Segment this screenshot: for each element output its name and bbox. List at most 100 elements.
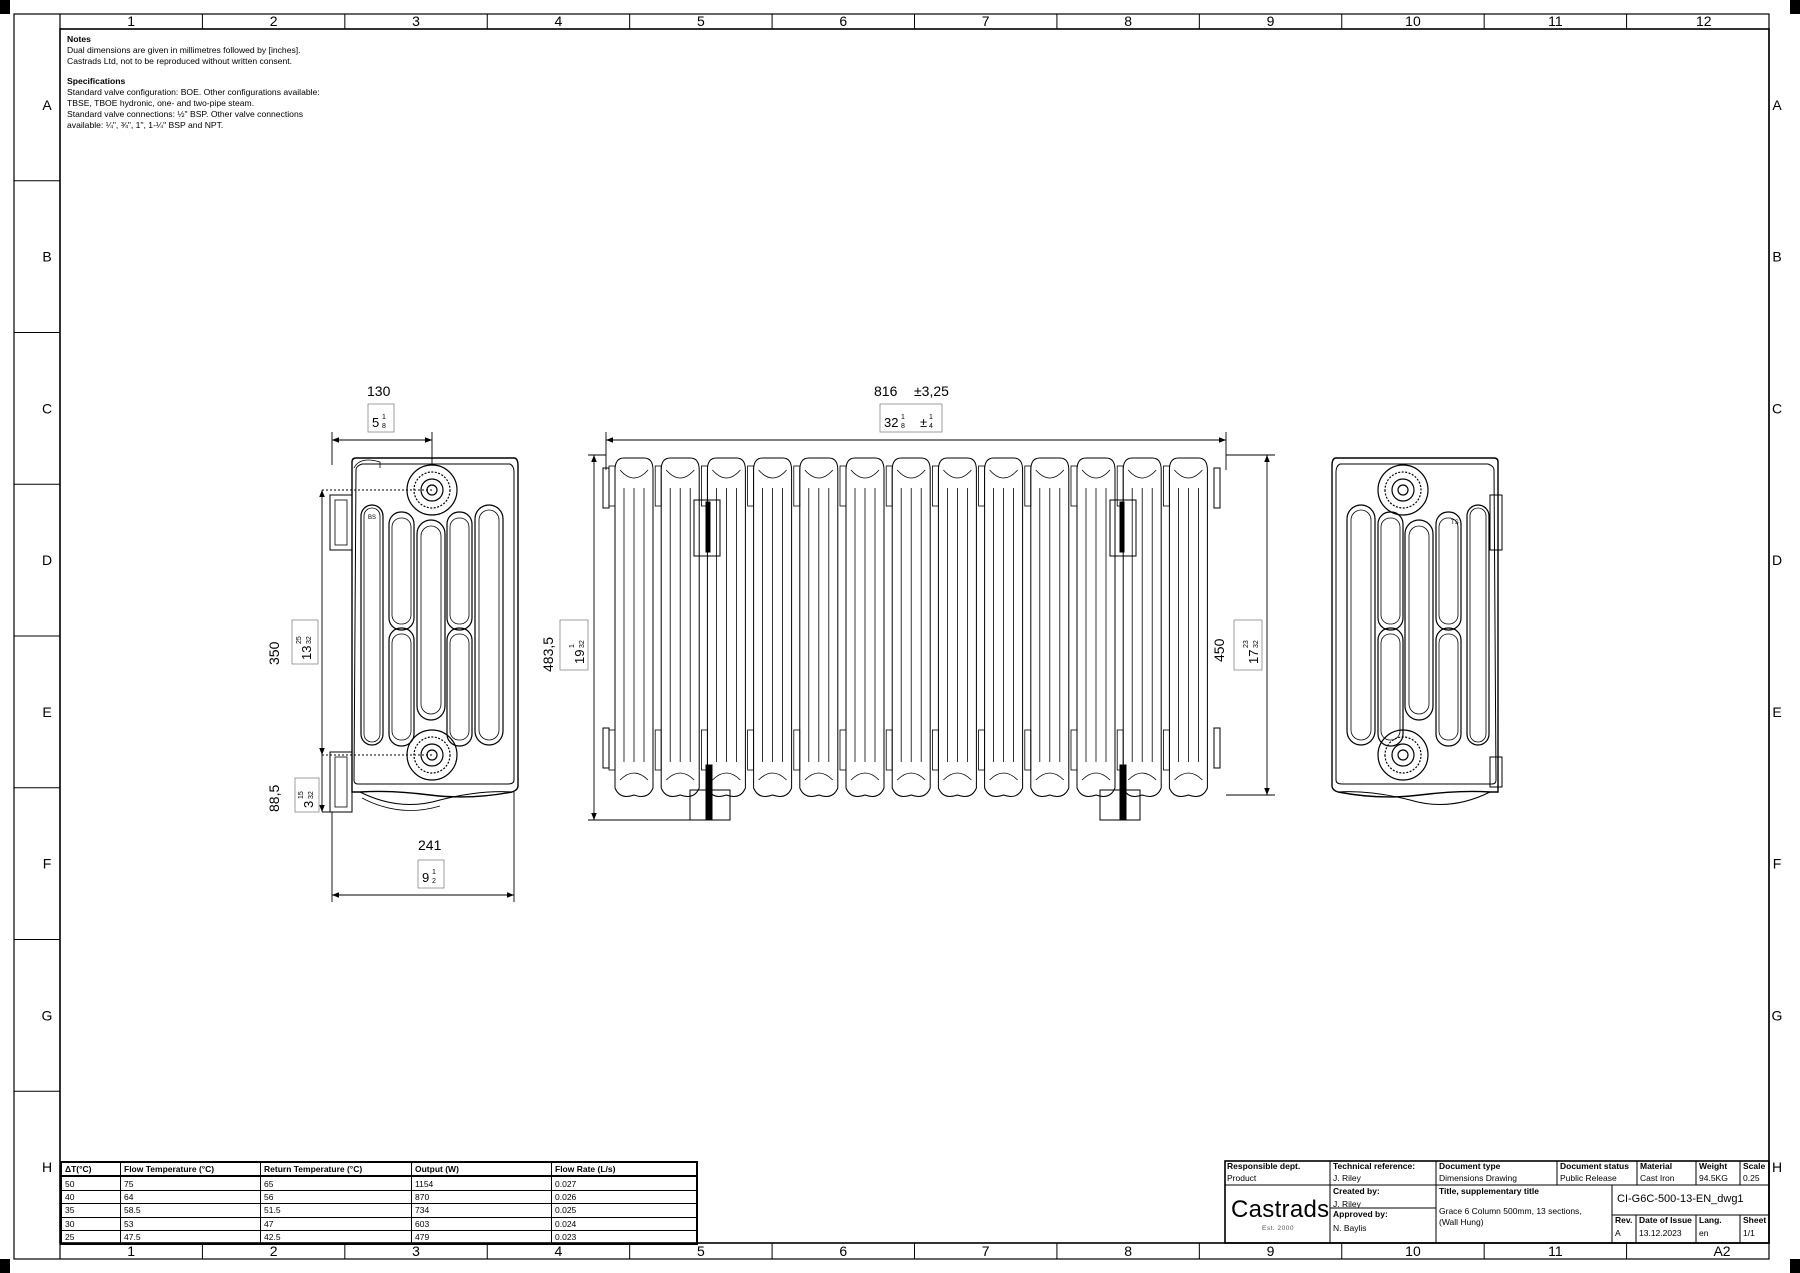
front-view-fixed-parts <box>602 467 1221 821</box>
valve-label-right: TS <box>1451 520 1459 526</box>
spec-line: Standard valve configuration: BOE. Other… <box>67 87 320 98</box>
grid-column-label: 8 <box>1124 1243 1132 1259</box>
dim-front-height-in-num: 1 <box>569 644 576 648</box>
document-number: CI-G6C-500-13-EN_dwg1 <box>1617 1193 1744 1205</box>
radiator-section <box>937 457 977 797</box>
table-cell: 56 <box>260 1189 412 1205</box>
grid-row-label: C <box>1772 400 1782 416</box>
document-title-line2: (Wall Hung) <box>1439 1217 1484 1227</box>
dim-front-length-mm: 816 <box>874 383 898 399</box>
radiator-section <box>845 457 885 797</box>
castrads-logo: Castrads <box>1231 1196 1330 1223</box>
material-label: Material <box>1640 1161 1673 1171</box>
grid-row-label: E <box>42 704 51 720</box>
grid-column-label: 7 <box>982 13 990 29</box>
grid-column-label: 8 <box>1124 13 1132 29</box>
dim-side-depth-mm: 241 <box>418 837 442 853</box>
table-cell: 1154 <box>411 1175 552 1191</box>
grid-column-label: 7 <box>982 1243 990 1259</box>
table-cell: 0.027 <box>551 1175 698 1191</box>
dim-side-width-in-whole: 5 <box>372 415 379 430</box>
technical-reference-label: Technical reference: <box>1333 1161 1416 1171</box>
table-cell: 65 <box>260 1175 412 1191</box>
radiator-section <box>614 457 654 797</box>
dim-front-length-in-den: 8 <box>901 423 905 430</box>
table-cell: 0.026 <box>551 1189 698 1205</box>
grid-row-ticks <box>14 180 60 1092</box>
dim-front-tolerance-in-num: 1 <box>929 414 933 421</box>
dim-front-length-in-num: 1 <box>901 414 905 421</box>
notes-heading: Notes <box>67 34 91 44</box>
grid-column-label: 10 <box>1405 13 1421 29</box>
dim-side-centres-in-den: 32 <box>306 636 313 644</box>
side-view-left <box>329 457 519 813</box>
sheet: 1/1 <box>1743 1228 1755 1238</box>
dim-front-body-in-den: 32 <box>1253 640 1260 648</box>
dim-front-tolerance-mm: ±3,25 <box>914 383 949 399</box>
dim-side-width-mm: 130 <box>367 383 391 399</box>
document-type-label: Document type <box>1439 1161 1501 1171</box>
grid-column-label: 4 <box>555 13 563 29</box>
dim-side-depth-in-whole: 9 <box>422 870 429 885</box>
table-header-row: ΔT(°C) Flow Temperature (°C) Return Temp… <box>60 1161 698 1178</box>
radiator-section <box>799 457 839 797</box>
dim-front-height-in-den: 32 <box>579 640 586 648</box>
table-cell: 35 <box>60 1203 121 1218</box>
table-cell: 30 <box>60 1216 121 1231</box>
radiator-section <box>660 457 700 797</box>
grid-column-label: 11 <box>1548 1243 1563 1259</box>
dim-side-bottom-in-den: 32 <box>308 791 315 799</box>
grid-column-label: 6 <box>839 13 847 29</box>
radiator-section <box>753 457 793 797</box>
table-cell: 25 <box>60 1229 121 1245</box>
grid-column-label: 9 <box>1267 1243 1275 1259</box>
performance-table: ΔT(°C) Flow Temperature (°C) Return Temp… <box>60 1161 698 1246</box>
dim-side-centres-in-whole: 13 <box>299 646 314 660</box>
grid-column-label: 1 <box>127 13 135 29</box>
notes-line: Castrads Ltd, not to be reproduced witho… <box>67 55 292 66</box>
spec-line: TBSE, TBOE hydronic, one- and two-pipe s… <box>67 97 255 108</box>
dim-front-tolerance-in-den: 4 <box>929 423 933 430</box>
dim-front-height-mm: 483,5 <box>540 637 556 672</box>
dim-front-body-in-whole: 17 <box>1246 650 1261 664</box>
rev-label: Rev. <box>1615 1215 1633 1225</box>
dim-front-height-in-whole: 19 <box>572 650 587 664</box>
table-cell: 64 <box>120 1189 261 1205</box>
table-row: 50 75 65 1154 0.027 <box>60 1175 698 1191</box>
sheet-label: Sheet <box>1743 1215 1767 1225</box>
radiator-section <box>1122 457 1162 797</box>
table-row: 35 58.5 51.5 734 0.025 <box>60 1203 698 1218</box>
spec-line: Standard valve connections: ½" BSP. Othe… <box>67 108 304 119</box>
document-status-label: Document status <box>1560 1161 1629 1171</box>
grid-row-label: D <box>42 552 52 568</box>
grid-column-label: 11 <box>1548 13 1563 29</box>
weight: 94.5KG <box>1699 1173 1728 1183</box>
side-view-right <box>1331 457 1503 805</box>
grid-column-label: 4 <box>555 1243 563 1259</box>
grid-column-label: 2 <box>270 13 278 29</box>
grid-row-label: C <box>42 400 52 416</box>
grid-row-label: A <box>42 97 52 113</box>
dim-side-bottom-in-whole: 3 <box>301 801 316 808</box>
table-cell: 40 <box>60 1189 121 1205</box>
dim-side-depth-in-den: 2 <box>432 878 436 885</box>
column-header: Output (W) <box>411 1161 552 1178</box>
weight-label: Weight <box>1699 1161 1728 1171</box>
grid-column-label: 2 <box>270 1243 278 1259</box>
grid-column-label: 3 <box>412 1243 420 1259</box>
grid-column-ticks <box>201 14 1628 1259</box>
scale: 0.25 <box>1743 1173 1760 1183</box>
date-of-issue: 13.12.2023 <box>1639 1228 1682 1238</box>
radiator-section <box>1168 457 1208 797</box>
grid-column-label: 5 <box>697 13 705 29</box>
grid-column-label: 10 <box>1405 1243 1421 1259</box>
dim-side-bottom-mm: 88,5 <box>266 785 282 812</box>
table-row: 40 64 56 870 0.026 <box>60 1189 698 1205</box>
valve-label-left: BS <box>368 515 376 521</box>
grid-row-label: B <box>42 249 51 265</box>
grid-row-label: F <box>43 856 52 872</box>
table-cell: 50 <box>60 1175 121 1191</box>
grid-row-label: G <box>1772 1007 1783 1023</box>
corner-mark <box>0 0 10 14</box>
